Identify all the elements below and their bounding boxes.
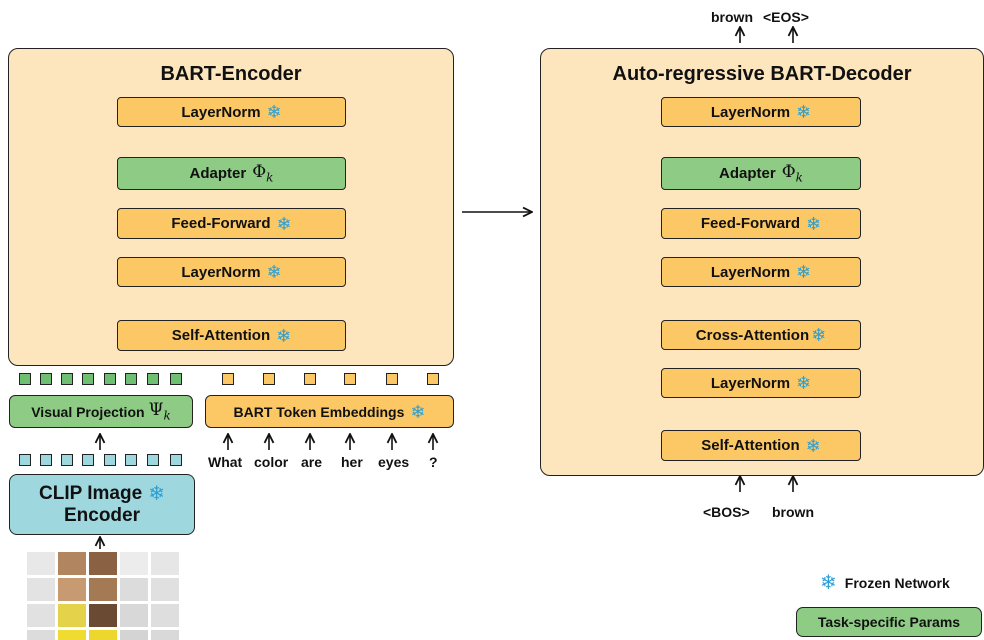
block-label: Adapter bbox=[189, 165, 247, 182]
snowflake-icon: ❄ bbox=[266, 262, 282, 282]
decoder-layernorm-3-block: LayerNorm ❄ bbox=[661, 368, 861, 398]
decoder-input-token: brown bbox=[772, 504, 814, 520]
question-token: her bbox=[341, 454, 363, 470]
decoder-feed-forward-block: Feed-Forward ❄ bbox=[661, 208, 861, 239]
question-token: color bbox=[254, 454, 289, 470]
projection-symbol: Ψk bbox=[148, 400, 171, 423]
decoder-layernorm-2-block: LayerNorm ❄ bbox=[661, 257, 861, 287]
clip-label-line2: Encoder bbox=[63, 504, 141, 526]
block-label: Self-Attention bbox=[171, 327, 271, 344]
snowflake-icon: ❄ bbox=[266, 102, 282, 122]
block-label: LayerNorm bbox=[181, 103, 261, 121]
decoder-output-token: <EOS> bbox=[763, 9, 809, 25]
snowflake-icon: ❄ bbox=[811, 325, 827, 345]
block-label: Feed-Forward bbox=[700, 215, 801, 232]
clip-image-encoder-block: CLIP Image ❄ Encoder bbox=[9, 474, 195, 535]
snowflake-icon: ❄ bbox=[410, 401, 426, 422]
encoder-adapter-block: Adapter Φk bbox=[117, 157, 346, 190]
snowflake-icon: ❄ bbox=[148, 482, 165, 505]
snowflake-icon: ❄ bbox=[820, 572, 837, 594]
decoder-output-token: brown bbox=[711, 9, 753, 25]
encoder-layernorm-top-block: LayerNorm ❄ bbox=[117, 97, 346, 127]
block-label: LayerNorm bbox=[710, 263, 791, 281]
decoder-title: Auto-regressive BART-Decoder bbox=[612, 63, 912, 85]
decoder-adapter-block: Adapter Φk bbox=[661, 157, 861, 190]
block-label: BART Token Embeddings bbox=[233, 403, 405, 420]
snowflake-icon: ❄ bbox=[796, 102, 812, 122]
legend-task-specific: Task-specific Params bbox=[796, 607, 982, 637]
encoder-self-attention-block: Self-Attention ❄ bbox=[117, 320, 346, 351]
legend-frozen-label: Frozen Network bbox=[844, 575, 950, 591]
encoder-panel: BART-Encoder bbox=[8, 48, 454, 366]
snowflake-icon: ❄ bbox=[806, 213, 822, 234]
block-label: LayerNorm bbox=[710, 103, 791, 121]
block-label: LayerNorm bbox=[181, 263, 261, 281]
encoder-layernorm-mid-block: LayerNorm ❄ bbox=[117, 257, 346, 287]
decoder-cross-attention-block: Cross-Attention ❄ bbox=[661, 320, 861, 350]
question-token: eyes bbox=[378, 454, 410, 470]
decoder-self-attention-block: Self-Attention ❄ bbox=[661, 430, 861, 461]
question-token: are bbox=[301, 454, 323, 470]
snowflake-icon: ❄ bbox=[796, 373, 812, 393]
clip-label-line1: CLIP Image bbox=[39, 482, 143, 504]
block-label: Cross-Attention bbox=[695, 326, 810, 344]
decoder-input-token: <BOS> bbox=[703, 504, 750, 520]
block-label: Feed-Forward bbox=[171, 215, 271, 232]
token-embeddings-block: BART Token Embeddings ❄ bbox=[205, 395, 454, 428]
decoder-layernorm-top-block: LayerNorm ❄ bbox=[661, 97, 861, 127]
snowflake-icon: ❄ bbox=[276, 325, 292, 346]
legend-task-specific-label: Task-specific Params bbox=[817, 614, 961, 630]
question-token: What bbox=[208, 454, 243, 470]
snowflake-icon: ❄ bbox=[796, 262, 812, 282]
adapter-symbol: Φk bbox=[252, 162, 274, 185]
encoder-title: BART-Encoder bbox=[160, 63, 302, 85]
question-token: ? bbox=[429, 454, 438, 470]
encoder-feed-forward-block: Feed-Forward ❄ bbox=[117, 208, 346, 239]
block-label: Adapter bbox=[719, 165, 776, 182]
legend-frozen: ❄ Frozen Network bbox=[820, 573, 950, 593]
snowflake-icon: ❄ bbox=[805, 435, 821, 456]
snowflake-icon: ❄ bbox=[276, 213, 292, 234]
input-image-patches bbox=[27, 552, 179, 640]
block-label: Visual Projection bbox=[31, 403, 145, 420]
visual-projection-block: Visual Projection Ψk bbox=[9, 395, 193, 428]
adapter-symbol: Φk bbox=[781, 162, 803, 185]
block-label: LayerNorm bbox=[710, 374, 791, 392]
block-label: Self-Attention bbox=[701, 437, 800, 454]
